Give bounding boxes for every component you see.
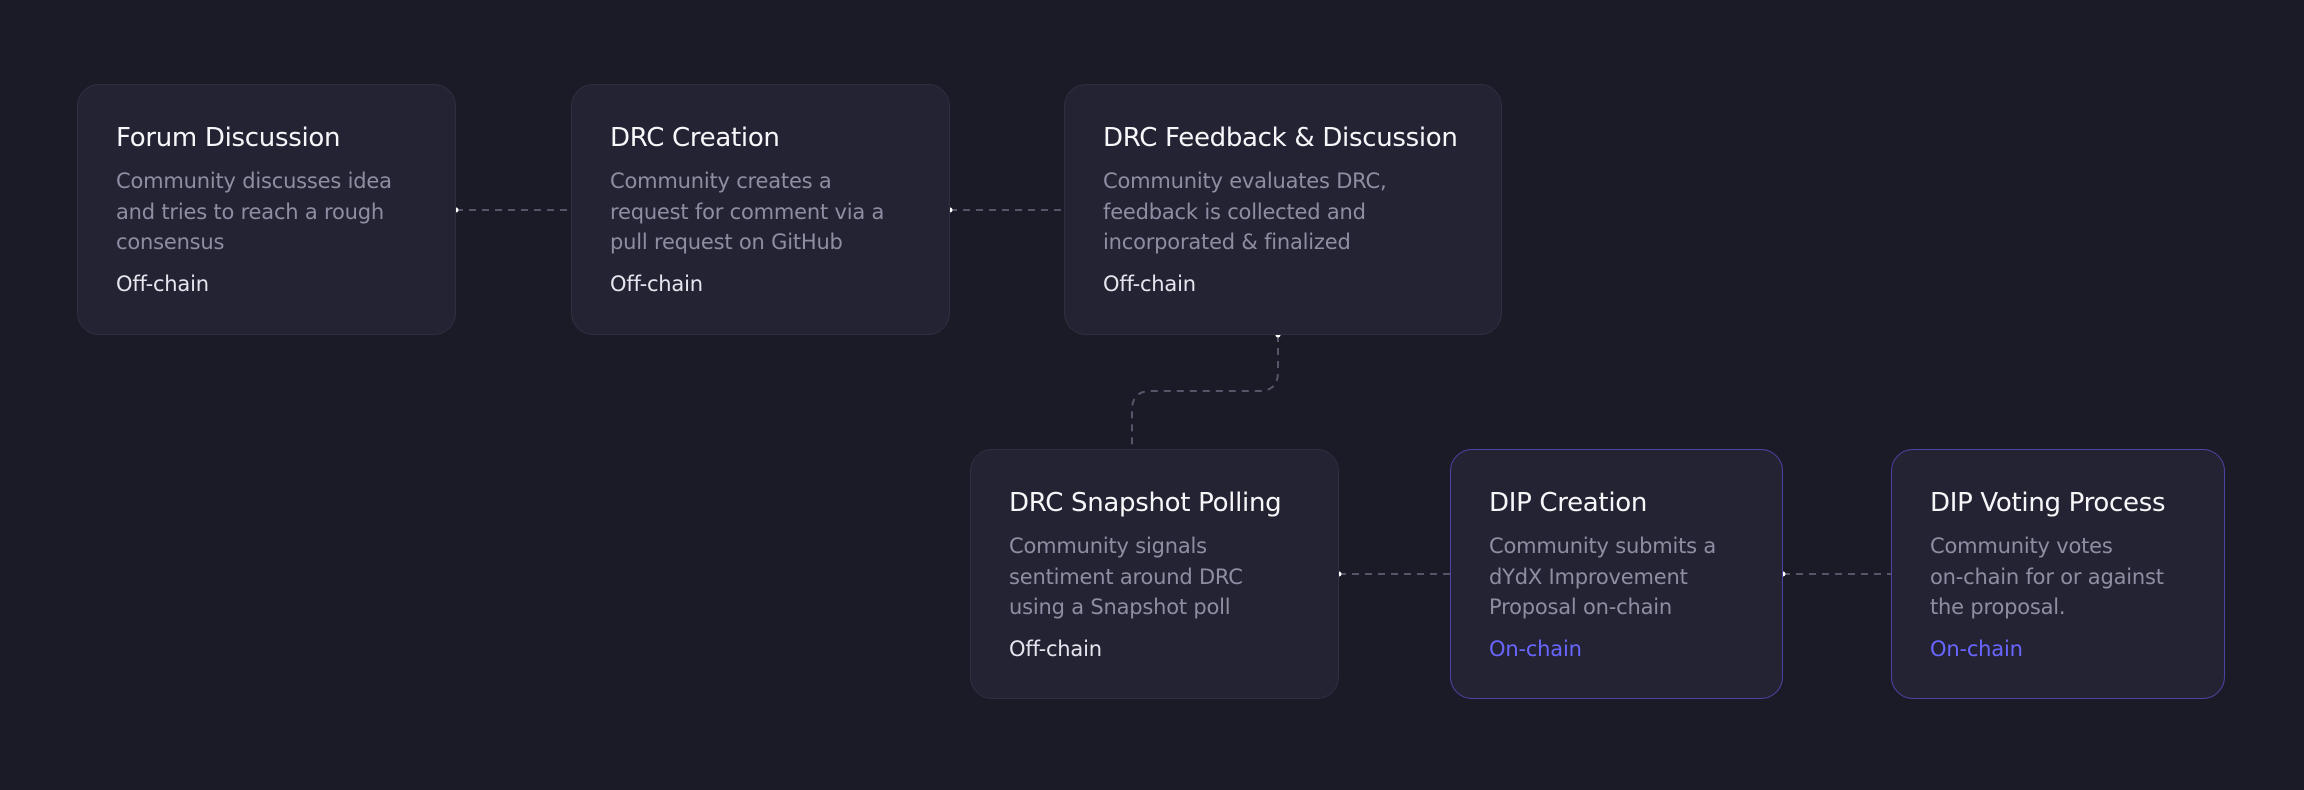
step-title: Forum Discussion <box>116 123 341 153</box>
step-title: DRC Feedback & Discussion <box>1103 123 1458 153</box>
step-card-forum-discussion: Forum Discussion Community discusses ide… <box>77 84 456 335</box>
chain-badge: Off-chain <box>1103 271 1196 296</box>
chain-badge: Off-chain <box>116 271 209 296</box>
step-description: Community discusses idea and tries to re… <box>116 169 392 254</box>
step-title: DIP Creation <box>1489 488 1648 518</box>
step-card-dip-voting-process: DIP Voting Process Community votes on-ch… <box>1891 449 2225 699</box>
step-description: Community evaluates DRC, feedback is col… <box>1103 169 1387 254</box>
step-card-drc-snapshot-polling: DRC Snapshot Polling Community signals s… <box>970 449 1339 699</box>
step-description: Community signals sentiment around DRC u… <box>1009 534 1243 619</box>
step-description: Community submits a dYdX Improvement Pro… <box>1489 534 1717 619</box>
step-title: DRC Creation <box>610 123 780 153</box>
step-title: DRC Snapshot Polling <box>1009 488 1282 518</box>
step-card-drc-creation: DRC Creation Community creates a request… <box>571 84 950 335</box>
chain-badge: On-chain <box>1930 636 2023 661</box>
step-description: Community votes on-chain for or against … <box>1930 534 2164 619</box>
chain-badge: On-chain <box>1489 636 1582 661</box>
chain-badge: Off-chain <box>1009 636 1102 661</box>
connector-feedback-to-snapshot <box>1131 335 1279 449</box>
step-card-dip-creation: DIP Creation Community submits a dYdX Im… <box>1450 449 1783 699</box>
step-title: DIP Voting Process <box>1930 488 2166 518</box>
step-card-drc-feedback-discussion: DRC Feedback & Discussion Community eval… <box>1064 84 1502 335</box>
chain-badge: Off-chain <box>610 271 703 296</box>
step-description: Community creates a request for comment … <box>610 169 885 254</box>
